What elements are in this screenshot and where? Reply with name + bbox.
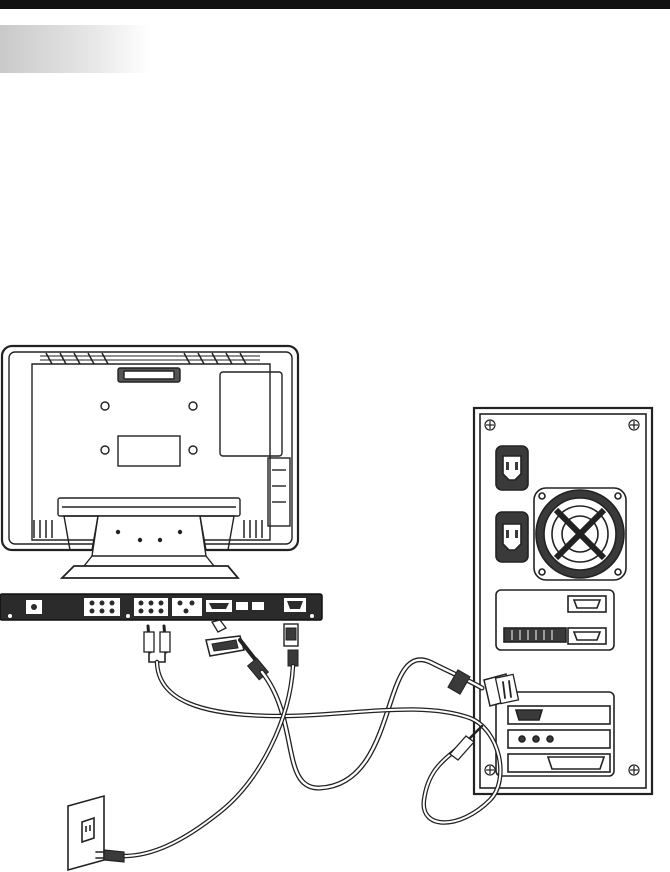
- vga-cable: [206, 620, 519, 788]
- tv-connector-panel: [0, 594, 322, 620]
- pc-rear-panel: [474, 408, 652, 794]
- lcd-tv-rear-view: [2, 346, 298, 578]
- audio-cable: [144, 626, 500, 823]
- power-cable: [96, 624, 298, 862]
- power-outlet: [68, 796, 104, 870]
